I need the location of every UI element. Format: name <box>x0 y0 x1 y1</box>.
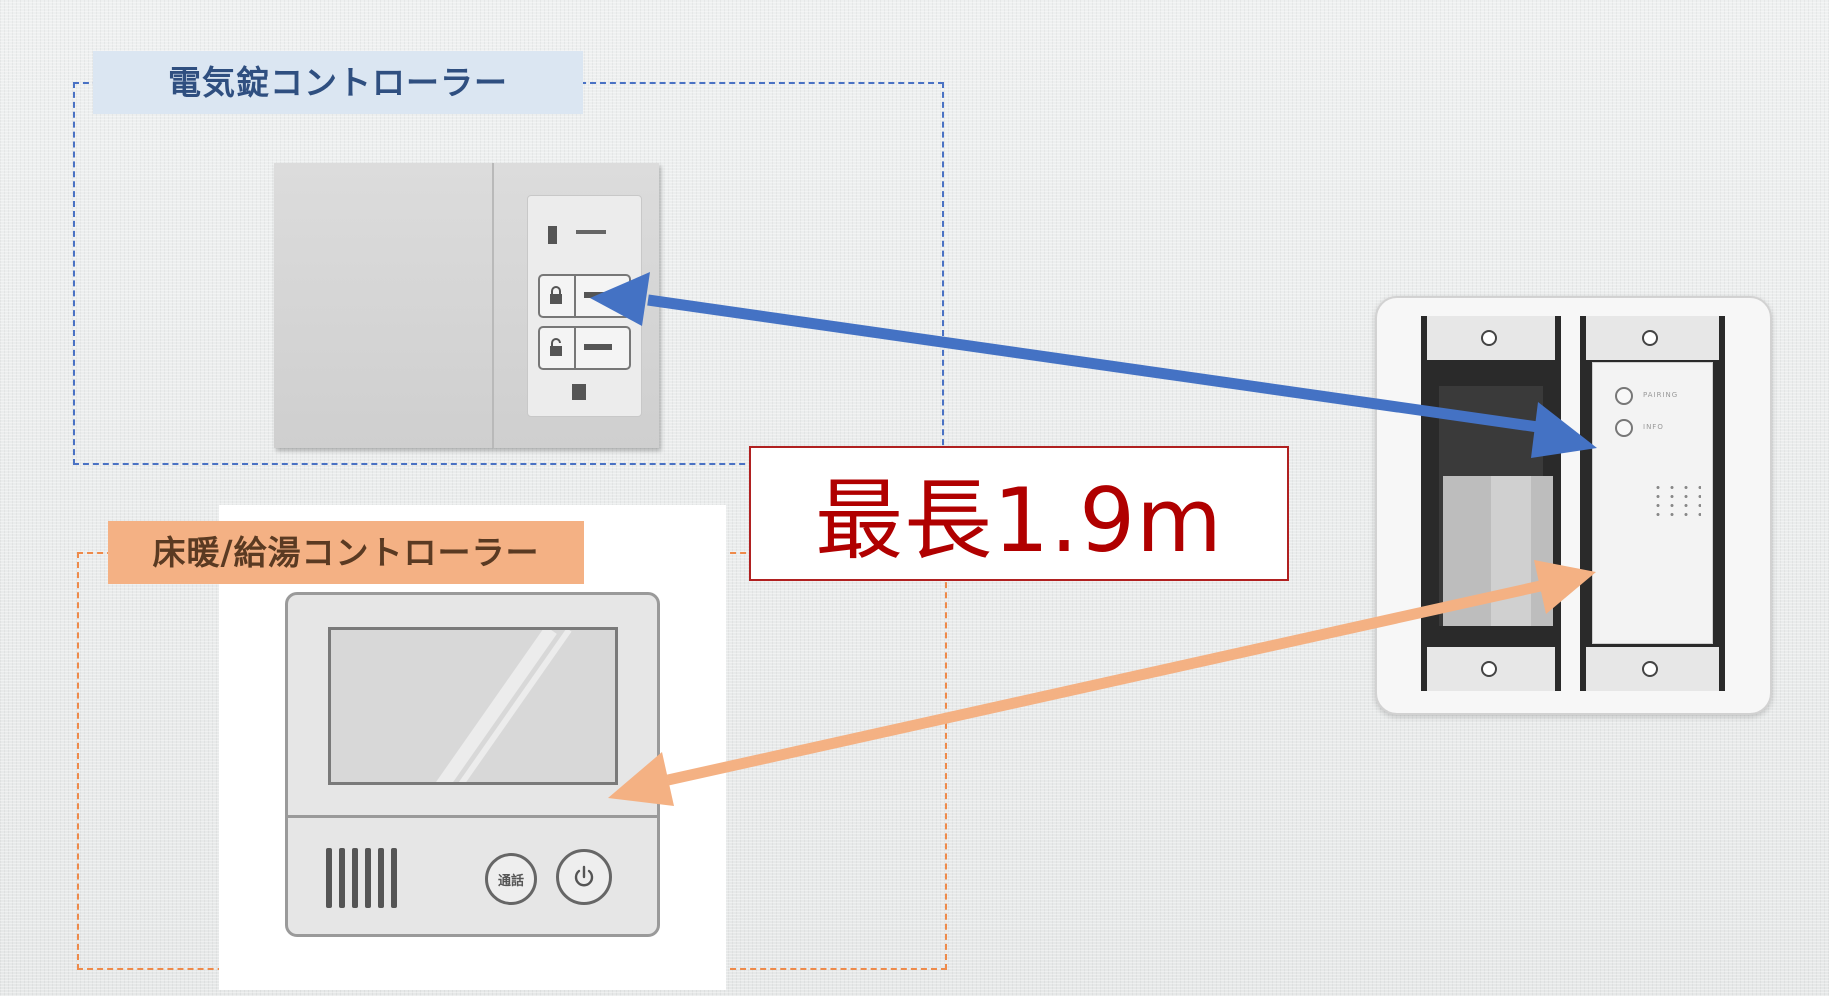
power-symbol-icon <box>574 865 594 887</box>
pairing-led <box>1615 387 1633 405</box>
device-seam <box>288 815 657 818</box>
blue-arrow <box>590 272 1597 458</box>
door-icon <box>548 226 557 244</box>
heat-controller-label: 床暖/給湯コントローラー <box>108 521 584 584</box>
pairing-label: PAIRING <box>1643 391 1679 399</box>
heat-controller-device: 通話 <box>285 592 660 937</box>
status-indicator <box>576 230 606 234</box>
power-icon <box>556 849 612 905</box>
button-separator <box>574 276 576 316</box>
panel-mark <box>572 384 586 400</box>
device-divider <box>492 163 494 448</box>
padlock-open-icon <box>550 338 562 356</box>
call-button: 通話 <box>485 853 537 905</box>
screw-icon <box>1642 661 1658 677</box>
button-marking <box>584 344 612 350</box>
info-led <box>1615 419 1633 437</box>
unlock-button <box>538 326 631 370</box>
distance-label-box: 最長1.9m <box>749 446 1289 581</box>
button-separator <box>574 328 576 368</box>
adapter-module: PAIRING INFO <box>1592 362 1713 644</box>
orange-arrow <box>608 560 1596 806</box>
indicator-dots <box>1651 483 1701 519</box>
wall-box-right-bay: PAIRING INFO <box>1580 316 1725 691</box>
padlock-closed-icon <box>550 286 562 304</box>
screw-icon <box>1481 661 1497 677</box>
screw-icon <box>1642 330 1658 346</box>
lock-controller-label: 電気錠コントローラー <box>93 51 583 114</box>
screw-icon <box>1481 330 1497 346</box>
distance-text: 最長1.9m <box>815 469 1223 572</box>
lcd-screen <box>328 627 618 785</box>
info-label: INFO <box>1643 423 1664 431</box>
